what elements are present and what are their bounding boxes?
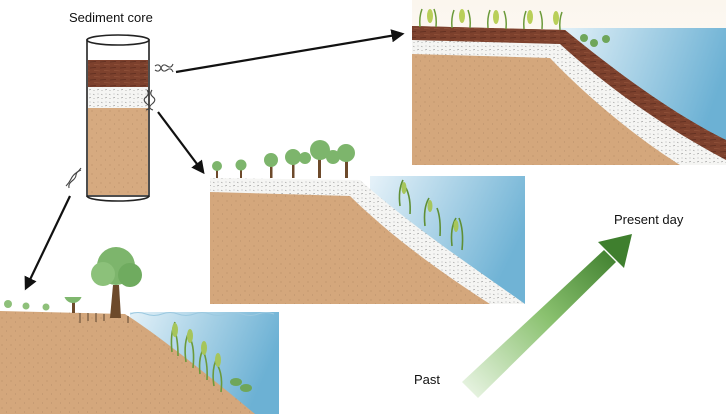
panel-intermediate xyxy=(210,174,525,304)
panel-present xyxy=(412,0,726,165)
sediment-core-icon xyxy=(86,34,150,202)
dna-strand-icon xyxy=(65,63,174,189)
tree-row xyxy=(212,140,355,178)
sediment-core-label: Sediment core xyxy=(69,10,153,25)
seagrass-icon xyxy=(398,179,464,251)
present-day-label: Present day xyxy=(614,212,684,227)
tree-icon xyxy=(64,297,82,313)
panel-past xyxy=(0,297,279,414)
time-arrow-icon xyxy=(462,234,632,398)
past-label: Past xyxy=(414,372,441,387)
core-arrows xyxy=(24,29,405,291)
seagrass-icon xyxy=(419,8,563,31)
tree-icon xyxy=(91,247,142,318)
